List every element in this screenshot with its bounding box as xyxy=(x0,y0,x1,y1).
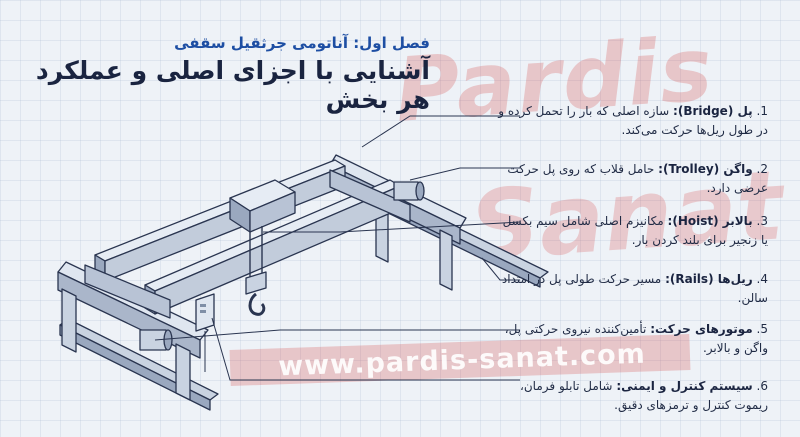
control-panel xyxy=(195,293,215,332)
note-text: شامل تابلو فرمان، ریموت کنترل و ترمزهای … xyxy=(520,379,768,412)
note-text: مکانیزم اصلی شامل سیم بکسل یا زنجیر برای… xyxy=(502,214,768,247)
note-number: 1. xyxy=(756,104,768,118)
component-note-control: 6. سیستم کنترل و ایمنی: شامل تابلو فرمان… xyxy=(498,377,768,415)
note-text: حامل قلاب که روی پل حرکت عرضی دارد. xyxy=(507,162,768,195)
note-text: تأمین‌کننده نیروی حرکتی پل، واگن و بالاب… xyxy=(504,322,768,355)
note-number: 6. xyxy=(756,379,768,393)
note-number: 3. xyxy=(756,214,768,228)
component-note-bridge: 1. پل (Bridge): سازه اصلی که بار را تحمل… xyxy=(498,102,768,140)
component-note-rails: 4. ریل‌ها (Rails): مسیر حرکت طولی پل در … xyxy=(498,270,768,308)
component-note-hoist: 3. بالابر (Hoist): مکانیزم اصلی شامل سیم… xyxy=(498,212,768,250)
chapter-subtitle: فصل اول: آناتومی جرثقیل سقفی xyxy=(174,34,430,52)
trolley xyxy=(229,179,296,233)
note-text: سازه اصلی که بار را تحمل کرده و در طول ر… xyxy=(498,104,768,137)
motor-near xyxy=(139,329,173,351)
hoist xyxy=(245,226,267,316)
leader-bridge xyxy=(361,115,520,148)
note-label: پل (Bridge): xyxy=(673,104,753,118)
note-text: مسیر حرکت طولی پل در امتداد سالن. xyxy=(501,272,768,305)
component-note-trolley: 2. واگن (Trolley): حامل قلاب که روی پل ح… xyxy=(498,160,768,198)
note-number: 5. xyxy=(756,322,768,336)
leader-trolley xyxy=(409,167,520,181)
note-label: موتورهای حرکت: xyxy=(650,322,753,336)
end-truck-near xyxy=(84,264,171,319)
note-label: ریل‌ها (Rails): xyxy=(665,272,753,286)
leader-motors xyxy=(154,329,520,341)
note-number: 2. xyxy=(756,162,768,176)
end-truck-far xyxy=(329,169,411,223)
support-legs-near xyxy=(61,288,191,401)
leader-control xyxy=(211,317,520,381)
component-note-motors: 5. موتورهای حرکت: تأمین‌کننده نیروی حرکت… xyxy=(498,320,768,358)
page-title: آشنایی با اجزای اصلی و عملکرد هر بخش xyxy=(35,56,430,114)
note-number: 4. xyxy=(756,272,768,286)
leader-rails xyxy=(481,257,520,281)
leader-hoist xyxy=(263,221,521,233)
note-label: سیستم کنترل و ایمنی: xyxy=(616,379,753,393)
note-label: واگن (Trolley): xyxy=(658,162,753,176)
motor-far xyxy=(393,181,425,201)
note-label: بالابر (Hoist): xyxy=(667,214,753,228)
